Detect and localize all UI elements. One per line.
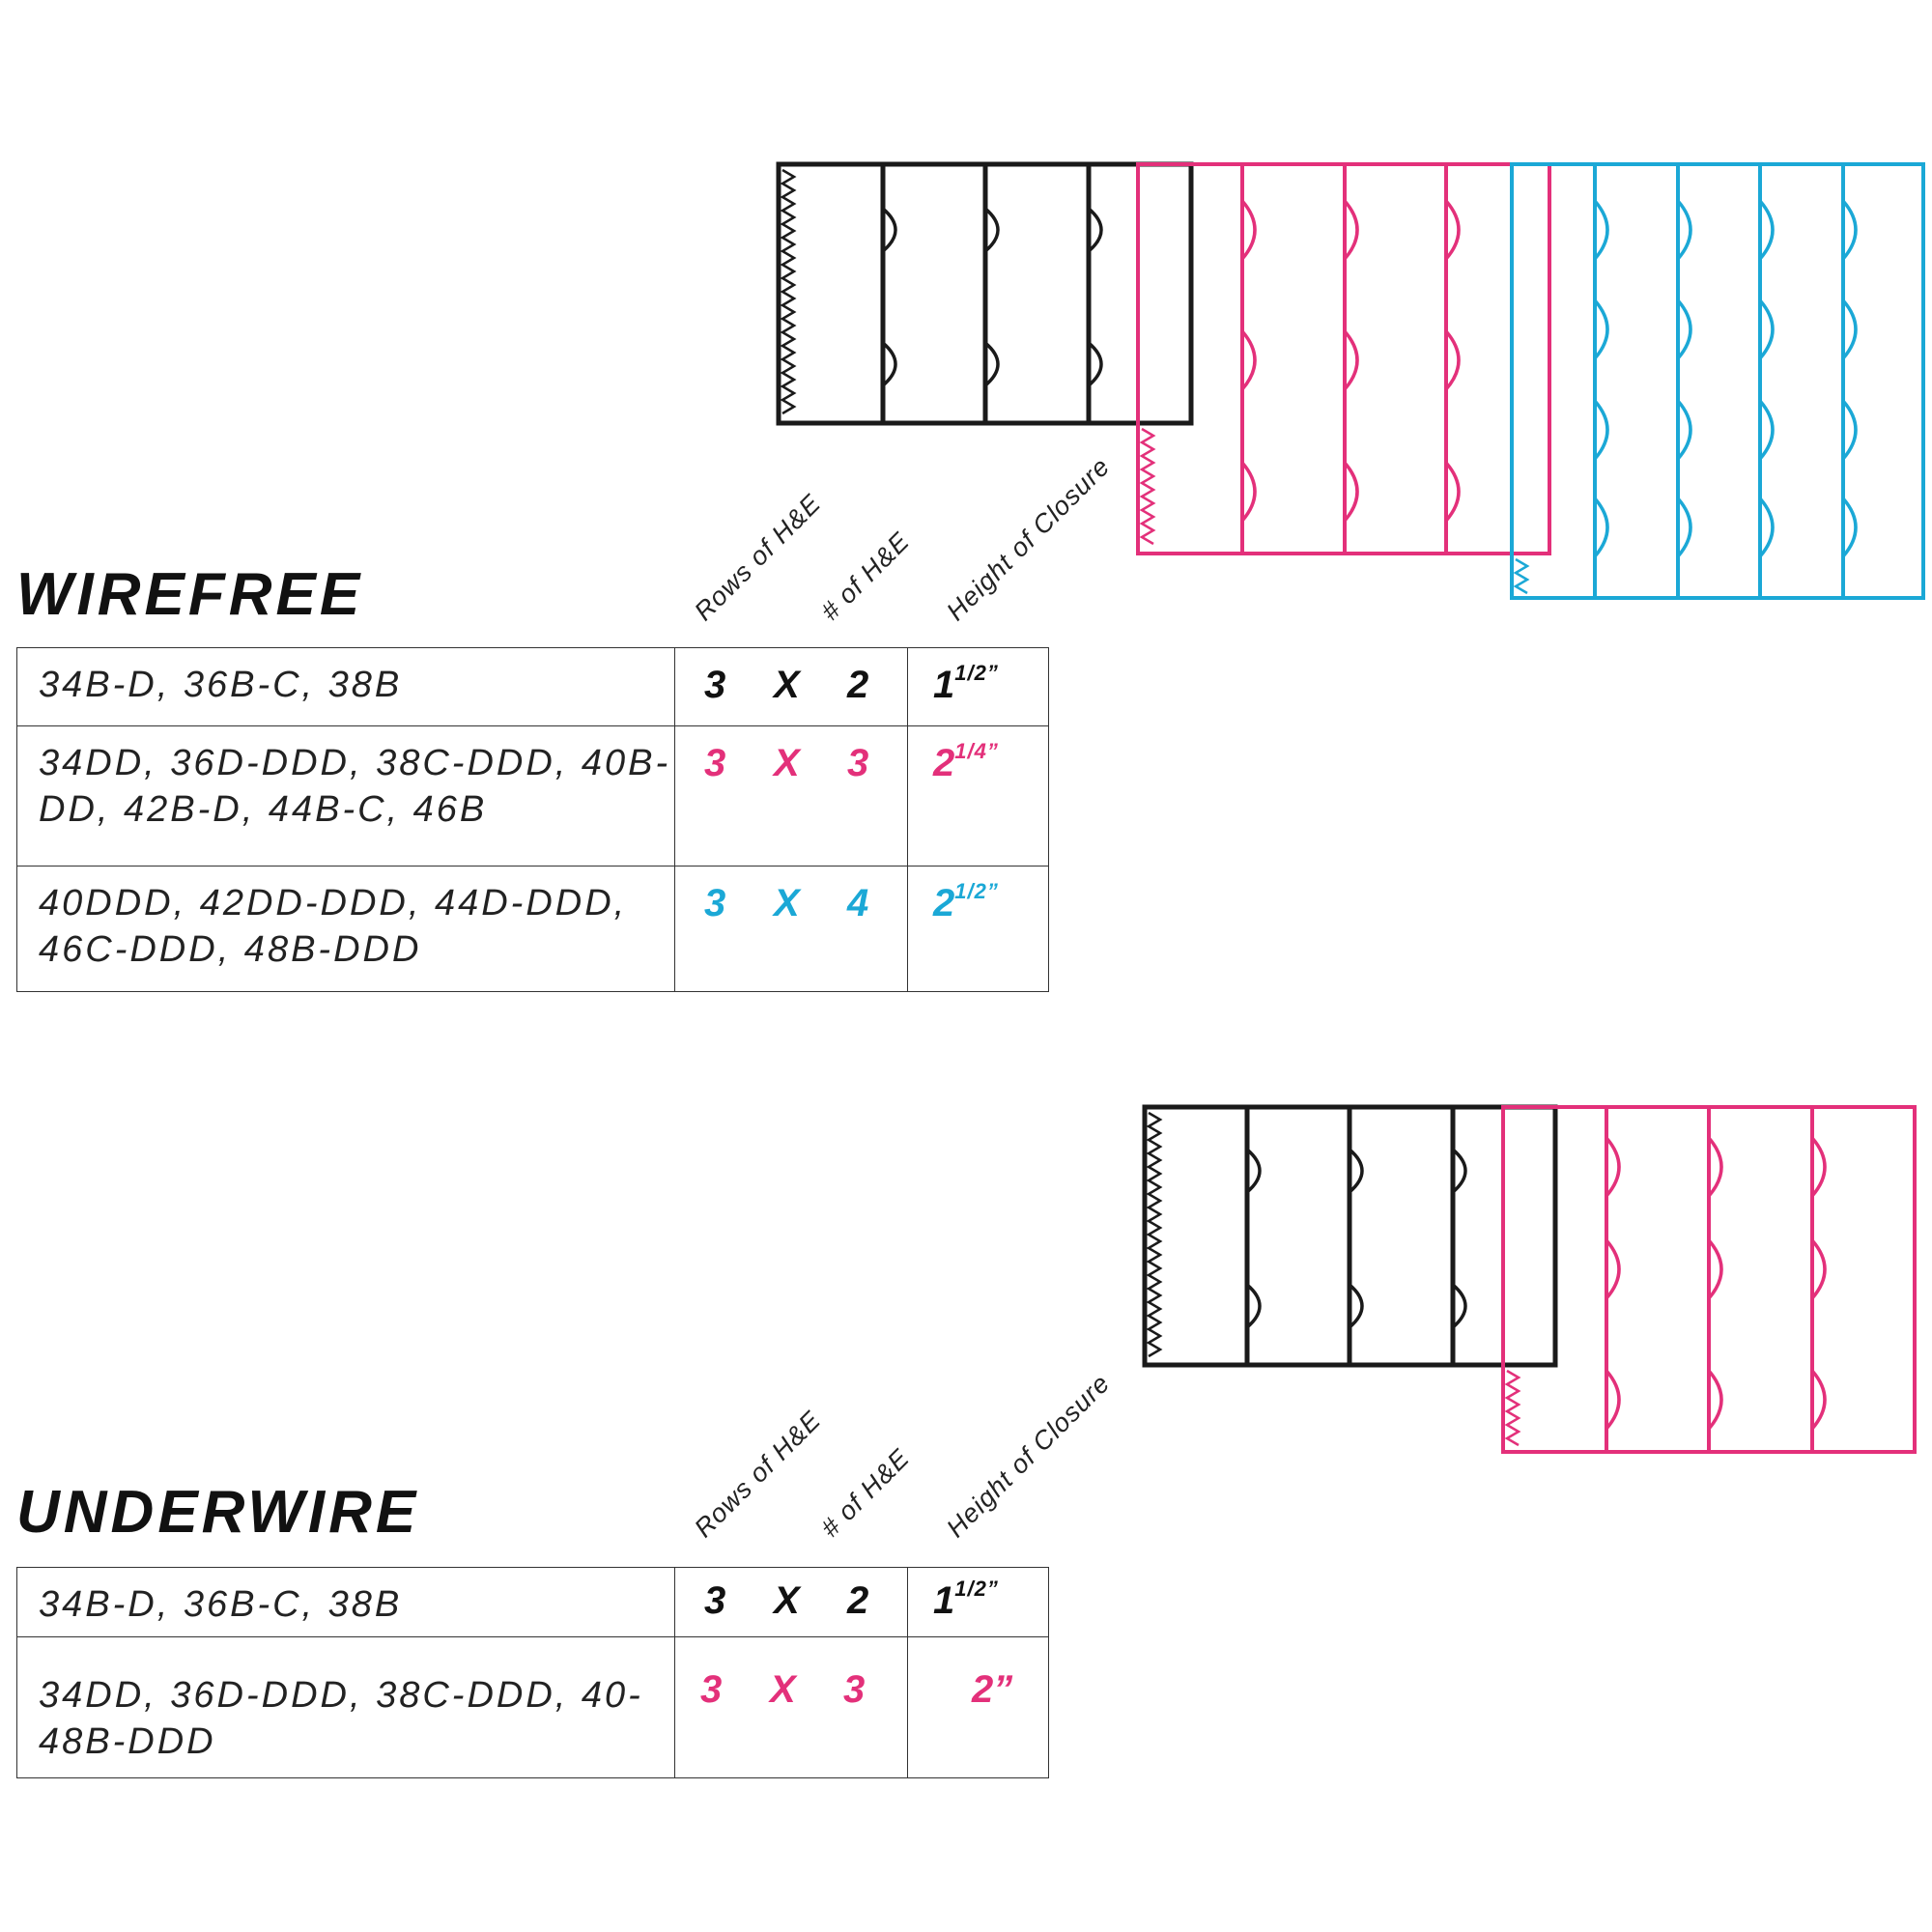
height-value: 21/2” bbox=[933, 878, 999, 924]
underwire-pink-hook-icon bbox=[1605, 1136, 1621, 1198]
wirefree-black-hook-icon bbox=[881, 341, 897, 387]
times-sign: X bbox=[774, 1579, 800, 1622]
hook-count-value: 3 bbox=[843, 1668, 866, 1711]
hook-count-value: 4 bbox=[847, 882, 869, 924]
underwire-pink-hook-icon bbox=[1707, 1238, 1723, 1300]
underwire-black-hook-icon bbox=[1245, 1283, 1262, 1329]
underwire-black-hook-icon bbox=[1451, 1148, 1467, 1194]
times-sign: X bbox=[774, 882, 800, 924]
wirefree-black-hook-icon bbox=[983, 341, 1000, 387]
wirefree-title: WIREFREE bbox=[16, 561, 364, 628]
sizes-cell: 34DD, 36D-DDD, 38C-DDD, 40B-DD, 42B-D, 4… bbox=[16, 725, 675, 867]
wirefree-pink-hook-icon bbox=[1343, 329, 1359, 391]
underwire-pink-hook-icon bbox=[1707, 1136, 1723, 1198]
rows-value: 3 bbox=[704, 742, 726, 784]
hook-count-value: 2 bbox=[847, 1579, 869, 1622]
wirefree-pink-hook-icon bbox=[1444, 199, 1461, 261]
times-sign: X bbox=[774, 742, 800, 784]
wirefree-cyan-hook-icon bbox=[1593, 199, 1609, 261]
wirefree-cyan-hook-icon bbox=[1758, 298, 1775, 360]
underwire-pink-zigzag-stitch bbox=[1504, 1369, 1521, 1447]
sizes-cell: 34DD, 36D-DDD, 38C-DDD, 40-48B-DDD bbox=[16, 1636, 675, 1778]
wirefree-cyan-hook-icon bbox=[1593, 399, 1609, 461]
wirefree-cyan-hook-icon bbox=[1758, 399, 1775, 461]
underwire-black-zigzag-stitch bbox=[1146, 1111, 1163, 1358]
wirefree-black-hook-icon bbox=[881, 207, 897, 253]
wirefree-pink-hook-icon bbox=[1240, 461, 1257, 523]
wirefree-cyan-zigzag-stitch bbox=[1513, 557, 1530, 595]
underwire-pink-hook-icon bbox=[1810, 1369, 1827, 1431]
wirefree-cyan-hook-icon bbox=[1841, 497, 1858, 558]
sizes-cell: 40DDD, 42DD-DDD, 44D-DDD, 46C-DDD, 48B-D… bbox=[16, 866, 675, 992]
underwire-pink-hook-icon bbox=[1707, 1369, 1723, 1431]
wirefree-pink-hook-icon bbox=[1343, 199, 1359, 261]
wirefree-pink-hook-icon bbox=[1444, 461, 1461, 523]
height-value: 2” bbox=[972, 1668, 1013, 1711]
wirefree-cyan-hook-icon bbox=[1676, 497, 1692, 558]
rows-value: 3 bbox=[704, 664, 726, 706]
height-value: 11/2” bbox=[933, 660, 999, 706]
height-value: 21/4” bbox=[933, 738, 999, 784]
wirefree-black-zigzag-stitch bbox=[780, 168, 797, 415]
table-row: 34B-D, 36B-C, 38B 3 X 2 11/2” bbox=[16, 647, 1049, 726]
wirefree-black-hook-icon bbox=[1087, 207, 1103, 253]
rows-value: 3 bbox=[704, 882, 726, 924]
underwire-pink-hook-icon bbox=[1605, 1369, 1621, 1431]
wirefree-cyan-hook-icon bbox=[1758, 199, 1775, 261]
wirefree-pink-hook-icon bbox=[1343, 461, 1359, 523]
wirefree-pink-zigzag-stitch bbox=[1139, 427, 1156, 546]
table-row: 34DD, 36D-DDD, 38C-DDD, 40B-DD, 42B-D, 4… bbox=[16, 725, 1049, 867]
times-sign: X bbox=[774, 664, 800, 706]
underwire-pink-hook-icon bbox=[1810, 1136, 1827, 1198]
underwire-pink-hook-icon bbox=[1605, 1238, 1621, 1300]
wirefree-pink-hook-icon bbox=[1240, 329, 1257, 391]
underwire-pink-hook-icon bbox=[1810, 1238, 1827, 1300]
wirefree-cyan-hook-icon bbox=[1841, 298, 1858, 360]
wirefree-pink-hook-icon bbox=[1444, 329, 1461, 391]
wirefree-cyan-hook-icon bbox=[1676, 399, 1692, 461]
table-row: 34B-D, 36B-C, 38B 3 X 2 11/2” bbox=[16, 1567, 1049, 1637]
wirefree-cyan-hook-icon bbox=[1841, 399, 1858, 461]
wirefree-cyan-hook-icon bbox=[1758, 497, 1775, 558]
wirefree-black-hook-icon bbox=[1087, 341, 1103, 387]
wirefree-cyan-hook-icon bbox=[1676, 199, 1692, 261]
underwire-title: UNDERWIRE bbox=[16, 1479, 420, 1546]
sizes-cell: 34B-D, 36B-C, 38B bbox=[16, 1567, 675, 1637]
wirefree-black-hook-icon bbox=[983, 207, 1000, 253]
wirefree-cyan-closure-outline bbox=[1510, 162, 1925, 600]
sizes-cell: 34B-D, 36B-C, 38B bbox=[16, 647, 675, 726]
wirefree-cyan-hook-icon bbox=[1676, 298, 1692, 360]
table-row: 40DDD, 42DD-DDD, 44D-DDD, 46C-DDD, 48B-D… bbox=[16, 866, 1049, 992]
hook-count-value: 2 bbox=[847, 664, 869, 706]
wirefree-cyan-hook-icon bbox=[1593, 298, 1609, 360]
rows-value: 3 bbox=[700, 1668, 723, 1711]
table-row: 34DD, 36D-DDD, 38C-DDD, 40-48B-DDD 3 X 3 2… bbox=[16, 1636, 1049, 1778]
underwire-black-hook-icon bbox=[1348, 1283, 1364, 1329]
wirefree-pink-hook-icon bbox=[1240, 199, 1257, 261]
wirefree-cyan-hook-icon bbox=[1841, 199, 1858, 261]
rows-value: 3 bbox=[704, 1579, 726, 1622]
underwire-black-hook-icon bbox=[1348, 1148, 1364, 1194]
times-sign: X bbox=[770, 1668, 796, 1711]
underwire-black-hook-icon bbox=[1451, 1283, 1467, 1329]
hook-count-value: 3 bbox=[847, 742, 869, 784]
underwire-black-hook-icon bbox=[1245, 1148, 1262, 1194]
wirefree-cyan-hook-icon bbox=[1593, 497, 1609, 558]
height-value: 11/2” bbox=[933, 1576, 999, 1622]
